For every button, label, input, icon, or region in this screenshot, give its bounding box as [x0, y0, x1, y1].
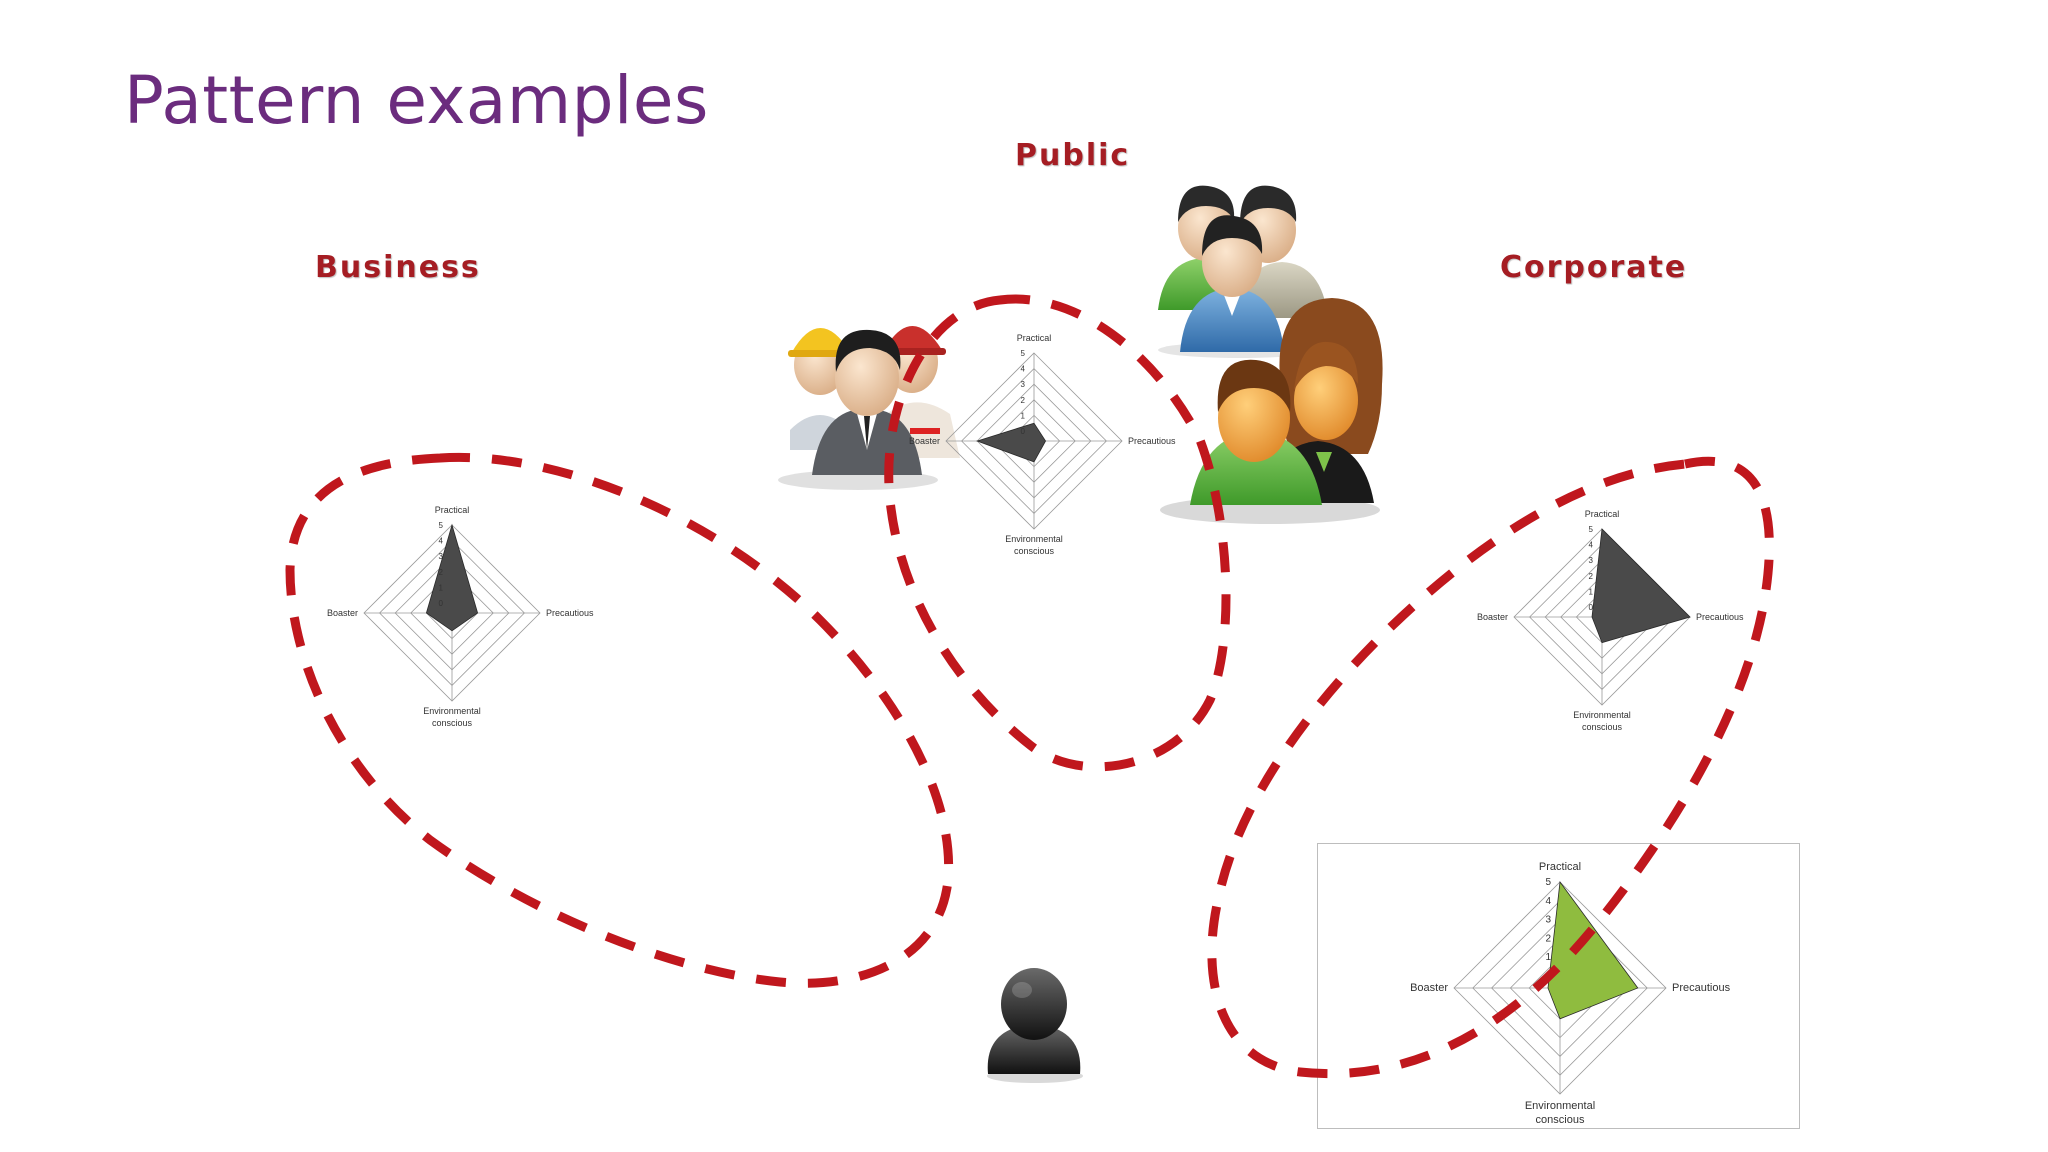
radar-tick-label: 0: [1021, 427, 1026, 436]
radar-series-shape: [975, 422, 1047, 463]
radar-axis-label-conscious: conscious: [1014, 546, 1055, 556]
radar-axis-label-precautious: Precautious: [1696, 612, 1744, 622]
couple-users-icon: [1160, 298, 1383, 524]
radar-tick-label: 5: [439, 521, 444, 530]
radar-tick-label: 3: [439, 552, 444, 561]
radar-tick-label: 5: [1589, 525, 1594, 534]
radar-tick-label: 4: [439, 537, 444, 546]
radar-tick-label: 3: [1545, 915, 1551, 926]
radar-axis-label-practical: Practical: [1585, 509, 1620, 519]
single-user-icon: [987, 968, 1083, 1083]
radar-axis-label-environmental: Environmental: [423, 706, 481, 716]
radar-series-shape: [1591, 528, 1691, 644]
radar-chart-individual: 012345PracticalPrecautiousBoasterEnviron…: [1410, 861, 1731, 1126]
radar-axis-label-environmental: Environmental: [1525, 1100, 1595, 1112]
corporate-lasso: [1207, 456, 1774, 1079]
radar-tick-label: 2: [439, 568, 444, 577]
radar-axis-label-environmental: Environmental: [1005, 534, 1063, 544]
business-lasso: [285, 452, 954, 988]
group-label-corporate: Corporate: [1500, 250, 1688, 285]
radar-tick-label: 2: [1021, 396, 1026, 405]
radar-axis-label-precautious: Precautious: [1128, 436, 1176, 446]
radar-axis-label-practical: Practical: [1017, 333, 1052, 343]
radar-tick-label: 1: [1021, 411, 1026, 420]
radar-axis-label-conscious: conscious: [1582, 722, 1623, 732]
radar-axis-label-boaster: Boaster: [1477, 612, 1508, 622]
radar-axis-label-boaster: Boaster: [1410, 982, 1448, 994]
radar-tick-label: 2: [1589, 572, 1594, 581]
radar-axis-label-precautious: Precautious: [546, 608, 594, 618]
radar-axis-label-boaster: Boaster: [327, 608, 358, 618]
radar-tick-label: 1: [439, 583, 444, 592]
radar-series-shape: [425, 523, 479, 632]
group-label-public: Public: [1015, 138, 1131, 173]
slide-title: Pattern examples: [124, 62, 709, 139]
radar-tick-label: 2: [1545, 933, 1551, 944]
group-label-business: Business: [315, 250, 481, 285]
radar-tick-label: 0: [439, 599, 444, 608]
radar-tick-label: 5: [1021, 349, 1026, 358]
radar-tick-label: 4: [1021, 365, 1026, 374]
radar-tick-label: 3: [1589, 556, 1594, 565]
public-lasso: [884, 294, 1231, 772]
radar-tick-label: 5: [1545, 877, 1551, 888]
radar-series-shape: [1547, 880, 1639, 1020]
radar-tick-label: 1: [1589, 587, 1594, 596]
radar-axis-label-conscious: conscious: [1536, 1114, 1585, 1126]
radar-tick-label: 4: [1545, 896, 1551, 907]
radar-axis-label-practical: Practical: [1539, 861, 1581, 873]
radar-axis-label-precautious: Precautious: [1672, 982, 1731, 994]
radar-tick-label: 3: [1021, 380, 1026, 389]
radar-tick-label: 0: [1589, 603, 1594, 612]
radar-axis-label-conscious: conscious: [432, 718, 473, 728]
radar-tick-label: 4: [1589, 541, 1594, 550]
radar-axis-label-environmental: Environmental: [1573, 710, 1631, 720]
radar-axis-label-boaster: Boaster: [909, 436, 940, 446]
radar-tick-label: 1: [1545, 952, 1551, 963]
radar-axis-label-practical: Practical: [435, 505, 470, 515]
worker-group-icon: [778, 326, 960, 490]
